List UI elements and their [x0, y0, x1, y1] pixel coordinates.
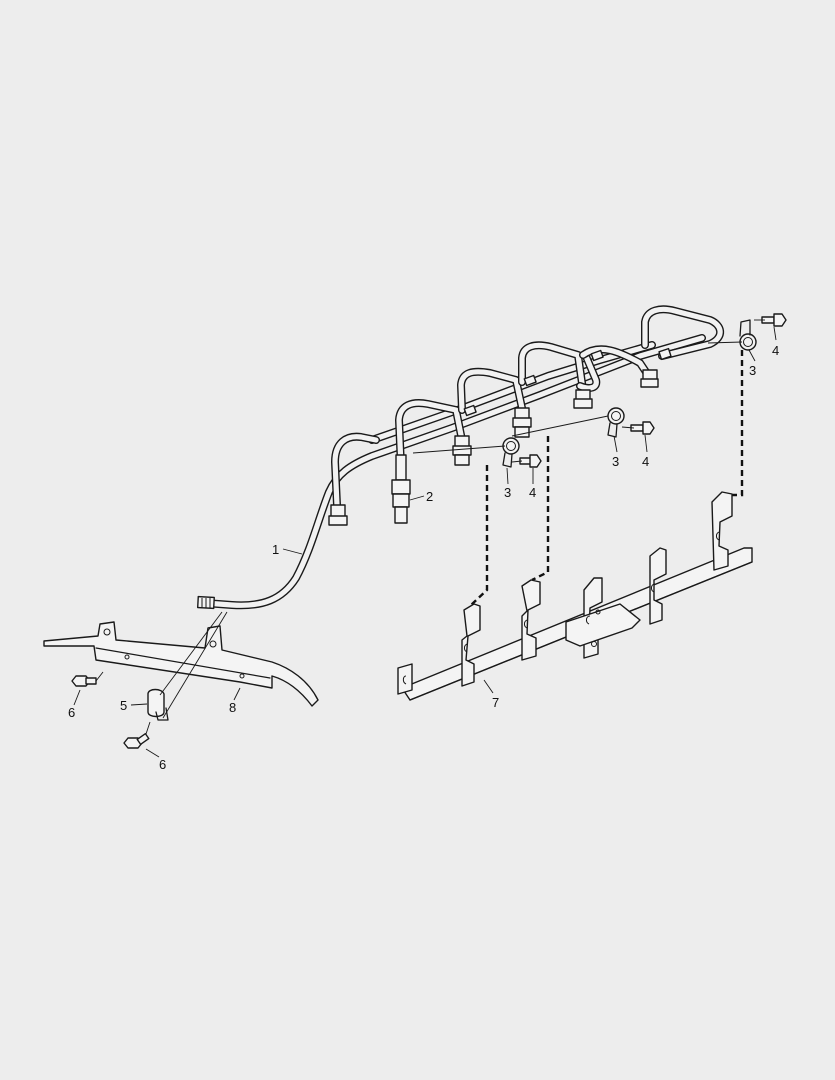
callout-4-mid-a: 4	[529, 485, 536, 500]
injector-nut-5	[640, 369, 659, 388]
pipe-clamp-mid-b	[607, 407, 625, 438]
callout-6-lower: 6	[159, 757, 166, 772]
bolt-mid-b	[630, 421, 655, 435]
callout-leaders	[73, 326, 777, 758]
callout-1: 1	[272, 542, 279, 557]
pipe-end-fitting	[196, 595, 215, 610]
callout-4-upper: 4	[772, 343, 779, 358]
injector-nut-3	[512, 407, 532, 438]
callout-4-mid-b: 4	[642, 454, 649, 469]
union-fitting	[391, 454, 411, 524]
assembly-path-lines	[469, 350, 744, 607]
callout-8: 8	[229, 700, 236, 715]
callout-labels: 1 2 3 4 3 4 3 4 5 6 6 7 8	[68, 343, 779, 772]
injector-nut-4	[573, 389, 593, 409]
bolt-upper-rear	[761, 313, 787, 327]
pipe-collar	[463, 404, 477, 417]
pipe-clamp-lower	[147, 611, 228, 721]
bolt-bracket-left	[71, 671, 104, 687]
pipe-collar	[658, 347, 672, 361]
callout-3-upper: 3	[749, 363, 756, 378]
callout-5: 5	[120, 698, 127, 713]
callout-3-mid-a: 3	[504, 485, 511, 500]
bolt-mid-a	[519, 454, 542, 468]
pipe-clamp-upper-rear	[739, 319, 757, 351]
injector-nut-1	[328, 504, 348, 526]
support-bracket	[43, 621, 319, 707]
bolt-clamp-lower	[123, 721, 151, 749]
pipe-collar	[590, 349, 604, 362]
pipe-clamp-mid-a	[502, 437, 520, 468]
callout-7: 7	[492, 695, 499, 710]
pipe-collar	[523, 374, 537, 387]
callout-6-left: 6	[68, 705, 75, 720]
injector-nut-2	[452, 435, 472, 466]
callout-2: 2	[426, 489, 433, 504]
rail-bracket	[397, 491, 753, 701]
injection-line-assembly	[196, 305, 725, 610]
callout-3-mid-b: 3	[612, 454, 619, 469]
